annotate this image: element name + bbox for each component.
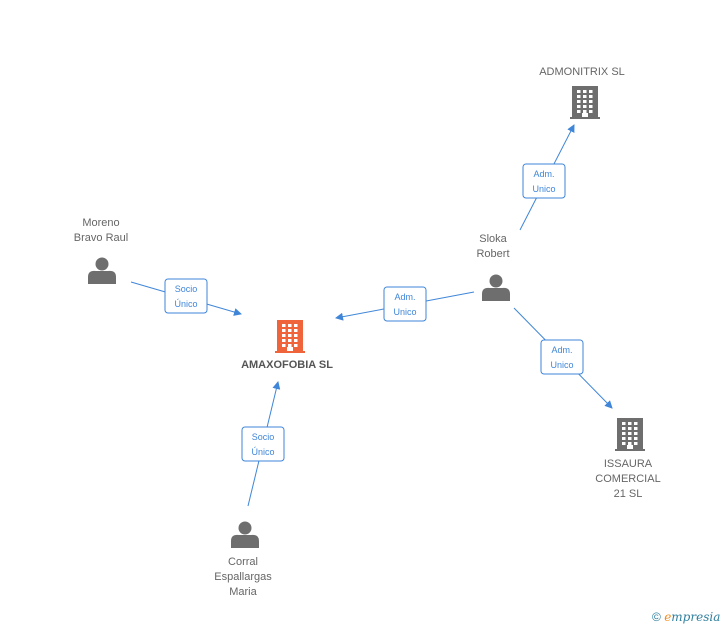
building-icon bbox=[570, 86, 600, 119]
edge-label-text: Unico bbox=[393, 307, 416, 317]
person-icon bbox=[88, 257, 116, 284]
node-label: AMAXOFOBIA SL bbox=[241, 359, 333, 371]
node-amaxofobia[interactable]: AMAXOFOBIA SL bbox=[241, 320, 333, 371]
node-label: ADMONITRIX SL bbox=[539, 66, 625, 78]
node-label: Espallargas bbox=[214, 571, 272, 583]
node-label: ISSAURA bbox=[604, 458, 653, 470]
node-label: COMERCIAL bbox=[595, 473, 660, 485]
edge-label-text: Único bbox=[174, 299, 197, 309]
edge-label-frame bbox=[540, 339, 584, 375]
node-label: Sloka bbox=[479, 233, 507, 245]
edge-label-box[interactable]: Adm. Unico bbox=[522, 163, 566, 199]
building-icon bbox=[275, 320, 305, 353]
edge-label-box[interactable]: Adm. Unico bbox=[383, 286, 427, 322]
edge-label-text: Unico bbox=[532, 184, 555, 194]
edge-label-frame bbox=[383, 286, 427, 322]
edge-label-text: Adm. bbox=[551, 345, 572, 355]
edge-sloka-amaxofobia: Adm. Unico bbox=[335, 286, 475, 322]
brand-name: mpresia bbox=[671, 610, 721, 624]
edge-sloka-issaura: Adm. Unico bbox=[513, 307, 613, 409]
node-admonitrix[interactable]: ADMONITRIX SL bbox=[539, 66, 625, 119]
node-label: Robert bbox=[476, 248, 509, 260]
edge-label-frame bbox=[241, 426, 285, 462]
edge-sloka-admonitrix: Adm. Unico bbox=[519, 124, 575, 231]
edge-label-frame bbox=[522, 163, 566, 199]
brand-initial: e bbox=[664, 610, 672, 624]
node-label: Corral bbox=[228, 556, 258, 568]
empresia-watermark: © empresia bbox=[652, 610, 720, 624]
edge-label-text: Único bbox=[251, 447, 274, 457]
copyright-icon: © bbox=[652, 610, 661, 624]
edge-label-frame bbox=[164, 278, 208, 314]
person-icon bbox=[482, 274, 510, 301]
edge-label-text: Socio bbox=[252, 432, 275, 442]
building-icon bbox=[615, 418, 645, 451]
edge-label-text: Unico bbox=[550, 360, 573, 370]
person-icon bbox=[231, 521, 259, 548]
node-label: Bravo Raul bbox=[74, 232, 128, 244]
edge-label-text: Adm. bbox=[394, 292, 415, 302]
node-label: Maria bbox=[229, 586, 257, 598]
edge-label-box[interactable]: Adm. Unico bbox=[540, 339, 584, 375]
node-label: Moreno bbox=[82, 217, 119, 229]
node-label: 21 SL bbox=[614, 488, 643, 500]
edge-label-text: Socio bbox=[175, 284, 198, 294]
edge-label-text: Adm. bbox=[533, 169, 554, 179]
node-issaura[interactable]: ISSAURA COMERCIAL 21 SL bbox=[595, 418, 661, 500]
